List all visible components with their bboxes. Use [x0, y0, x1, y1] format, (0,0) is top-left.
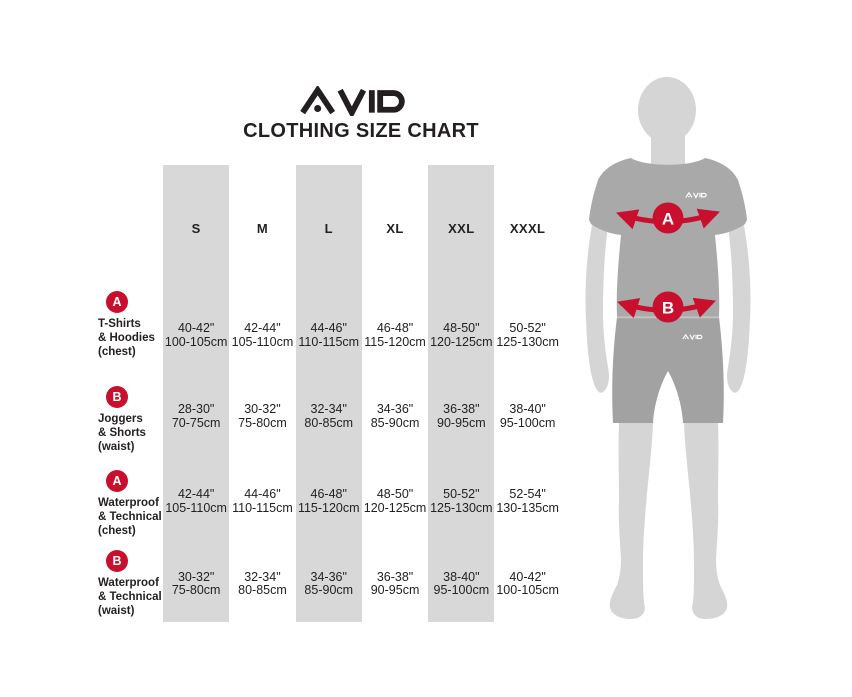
row-label-waterproof-waist: B Waterproof & Technical (waist): [95, 546, 163, 622]
column-band-s: [163, 165, 230, 622]
left-leg: [609, 423, 653, 619]
row-label-line: & Shorts: [98, 426, 146, 439]
size-value-cell: 44-46"110-115cm: [232, 487, 293, 515]
size-value-cell: 40-42"100-105cm: [164, 321, 228, 349]
size-value-cell: 48-50"120-125cm: [363, 487, 427, 515]
marker-a-badge: A: [106, 469, 128, 492]
row-label-line: (waist): [98, 605, 135, 617]
column-band-l: [295, 165, 362, 622]
row-label-line: Waterproof: [98, 577, 159, 589]
row-label-waterproof-chest: A Waterproof & Technical (chest): [95, 461, 163, 546]
size-value-cell: 40-42"100-105cm: [496, 569, 559, 597]
size-value-cell: 42-44"105-110cm: [231, 321, 294, 349]
marker-b-badge: B: [106, 550, 128, 572]
size-value-cell: 38-40"95-100cm: [499, 402, 556, 430]
size-column-header-m: M: [256, 221, 269, 236]
row-label-line: T-Shirts: [98, 318, 141, 330]
column-band-xxl: [428, 165, 495, 622]
size-value-cell: 42-44"105-110cm: [165, 487, 227, 515]
row-label-line: (waist): [98, 440, 135, 453]
size-value-cell: 44-46"110-115cm: [298, 321, 360, 349]
table-corner: [95, 165, 163, 272]
head: [638, 77, 696, 143]
size-value-cell: 36-38"90-95cm: [370, 569, 420, 597]
size-value-cell: 50-52"125-130cm: [496, 321, 559, 349]
row-label-line: (chest): [98, 524, 136, 537]
avid-logo: [300, 86, 405, 116]
row-label-line: (chest): [98, 346, 136, 358]
size-value-cell: 30-32"75-80cm: [238, 402, 287, 430]
row-label-joggers-shorts: B Joggers & Shorts (waist): [95, 378, 163, 461]
row-label-line: Waterproof: [98, 496, 159, 509]
size-value-cell: 28-30"70-75cm: [171, 402, 221, 430]
size-column-header-s: S: [191, 221, 201, 236]
size-value-cell: 34-36"85-90cm: [304, 569, 354, 597]
size-value-cell: 50-52"125-130cm: [430, 487, 493, 515]
size-value-cell: 36-38"90-95cm: [437, 402, 486, 430]
marker-b-badge: B: [106, 385, 128, 408]
row-label-line: & Technical: [98, 510, 162, 523]
size-column-header-xl: XL: [386, 221, 404, 236]
shorts: [612, 317, 724, 423]
waist-marker-letter: B: [662, 299, 674, 318]
chest-marker-letter: A: [662, 210, 674, 229]
right-arm: [725, 200, 751, 393]
marker-a-badge: A: [106, 291, 128, 313]
size-value-cell: 46-48"115-120cm: [364, 321, 426, 349]
size-value-cell: 30-32"75-80cm: [171, 569, 221, 597]
row-label-tshirts-hoodies: A T-Shirts & Hoodies (chest): [95, 272, 163, 378]
size-value-cell: 48-50"120-125cm: [430, 321, 493, 349]
body-measurement-figure: A B: [585, 77, 751, 619]
size-table: S M L XL XXL XXXL A T-Shirts & Hoodies (…: [95, 165, 561, 622]
size-value-cell: 32-34"80-85cm: [304, 402, 354, 430]
left-arm: [585, 200, 611, 393]
size-column-header-xxl: XXL: [448, 221, 475, 236]
size-value-cell: 38-40"95-100cm: [433, 569, 490, 597]
size-column-header-l: L: [324, 221, 333, 236]
row-label-line: & Technical: [98, 591, 162, 603]
size-value-cell: 46-48"115-120cm: [297, 487, 360, 515]
chest-marker-badge: [652, 202, 684, 234]
row-label-line: Joggers: [98, 412, 143, 425]
size-value-cell: 32-34"80-85cm: [238, 569, 287, 597]
header: CLOTHING SIZE CHART: [0, 86, 722, 143]
size-column-header-xxxl: XXXL: [509, 221, 546, 236]
size-value-cell: 52-54"130-135cm: [496, 487, 559, 515]
right-leg: [684, 423, 728, 619]
size-value-cell: 34-36"85-90cm: [370, 402, 420, 430]
tshirt: [589, 158, 747, 317]
row-label-line: & Hoodies: [98, 332, 155, 344]
waist-marker-badge: [652, 291, 684, 323]
page-title: CLOTHING SIZE CHART: [243, 120, 479, 142]
